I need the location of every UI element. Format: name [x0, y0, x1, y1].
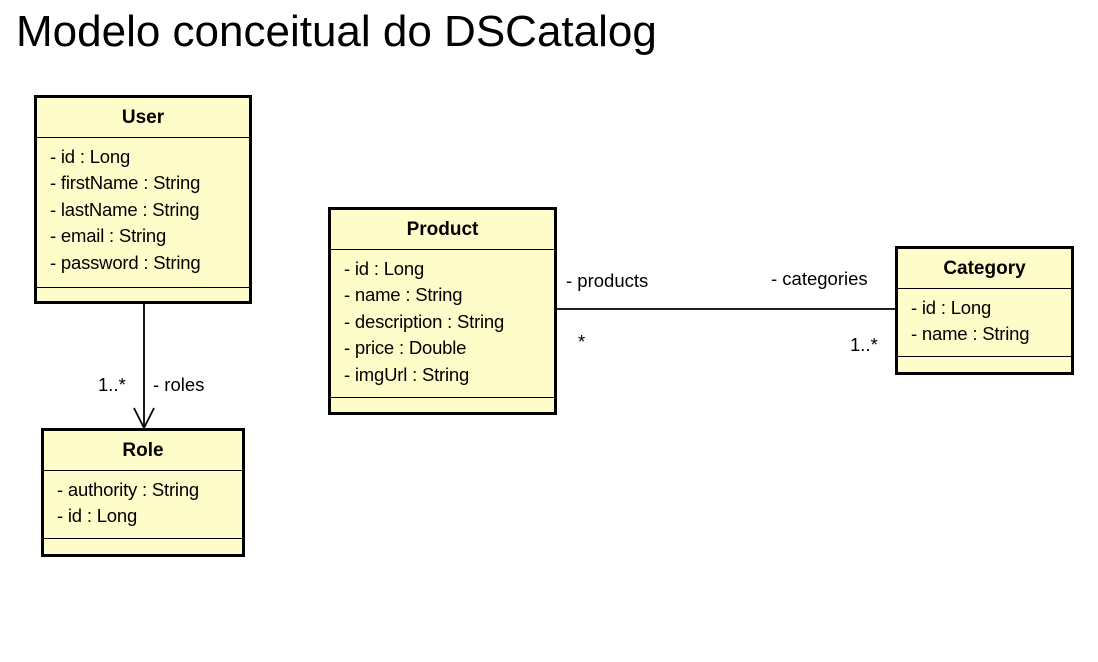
- multiplicity-label: *: [578, 331, 586, 352]
- class-category[interactable]: Category - id : Long - name : String: [895, 246, 1074, 375]
- operations-compartment: [44, 539, 242, 662]
- class-name: Category: [898, 249, 1071, 289]
- class-product[interactable]: Product - id : Long - name : String - de…: [328, 207, 557, 415]
- operations-compartment: [331, 398, 554, 600]
- attribute: - password : String: [50, 251, 201, 273]
- attribute: - authority : String: [57, 479, 200, 500]
- class-name: User: [37, 98, 249, 138]
- attribute: - name : String: [344, 284, 463, 306]
- role-label: - categories: [771, 268, 868, 289]
- attribute: - firstName : String: [50, 172, 201, 194]
- class-role[interactable]: Role - authority : String - id : Long: [41, 428, 245, 557]
- attribute: - lastName : String: [50, 198, 200, 220]
- attribute: - price : Double: [344, 337, 467, 359]
- attribute: - id : Long: [344, 258, 425, 279]
- page-title: Modelo conceitual do DSCatalog: [16, 7, 657, 56]
- attribute-list: - id : Long - name : String: [898, 289, 1071, 357]
- attribute: - id : Long: [57, 505, 138, 527]
- operations-compartment: [898, 357, 1071, 480]
- role-label: - roles: [153, 374, 205, 395]
- attribute: - id : Long: [50, 146, 131, 167]
- attribute: - description : String: [344, 310, 505, 332]
- attribute-list: - authority : String - id : Long: [44, 471, 242, 539]
- attribute: - name : String: [911, 323, 1030, 345]
- attribute-list: - id : Long - name : String - descriptio…: [331, 250, 554, 398]
- class-name: Product: [331, 210, 554, 250]
- attribute: - email : String: [50, 225, 167, 247]
- multiplicity-label: 1..*: [850, 334, 878, 355]
- attribute: - id : Long: [911, 297, 992, 318]
- attribute-list: - id : Long - firstName : String - lastN…: [37, 138, 249, 288]
- class-name: Role: [44, 431, 242, 471]
- role-label: - products: [566, 270, 649, 291]
- class-user[interactable]: User - id : Long - firstName : String - …: [34, 95, 252, 304]
- multiplicity-label: 1..*: [98, 374, 126, 395]
- attribute: - imgUrl : String: [344, 363, 470, 385]
